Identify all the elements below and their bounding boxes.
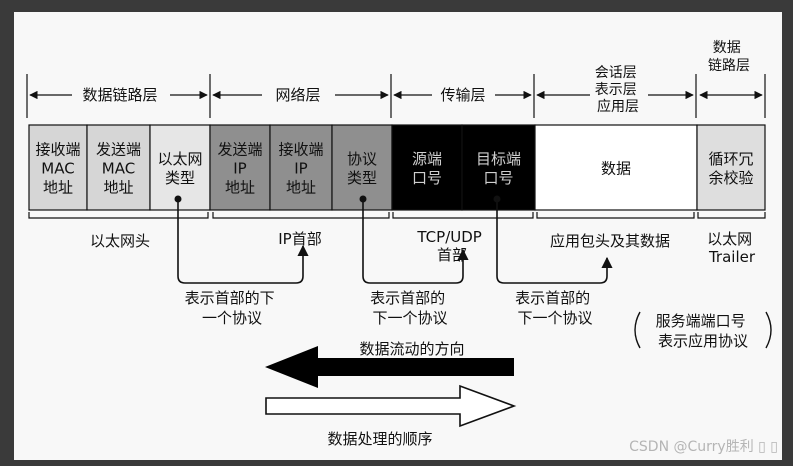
header-fields: 接收端MAC地址发送端MAC地址以太网类型发送端IP地址接收端IP地址协议类型源… xyxy=(28,124,766,211)
field-label-line: 余校验 xyxy=(708,169,753,187)
field-label-line: MAC xyxy=(41,160,74,178)
field-label-line: 口号 xyxy=(483,169,513,187)
group-labels: 以太网头 IP首部 TCP/UDP 首部 应用包头及其数据 以太网 Traile… xyxy=(90,228,757,266)
pointer-port-to-app xyxy=(496,199,613,284)
field-label-line: MAC xyxy=(102,160,135,178)
field-box xyxy=(149,124,211,211)
field-label-line: 口号 xyxy=(412,169,442,187)
layer-label-upper: 会话层 表示层 应用层 xyxy=(595,65,641,115)
field-label-line: 地址 xyxy=(103,179,133,197)
layer-spans xyxy=(26,74,766,118)
service-port-note: 服务端端口号 表示应用协议 xyxy=(634,311,772,350)
service-note-line-2: 表示应用协议 xyxy=(658,332,748,350)
field-label-line: 接收端 xyxy=(35,141,80,159)
field-label-line: 发送端 xyxy=(217,141,262,159)
data-flow-arrow xyxy=(265,346,514,388)
field-label-line: 协议 xyxy=(347,150,377,168)
bracket-tcp-udp-header xyxy=(392,212,534,219)
field-label-line: 地址 xyxy=(225,179,255,197)
pointer-ethertype-to-ip xyxy=(177,199,309,284)
layer-label-transport: 传输层 xyxy=(440,86,485,104)
flow-arrows: 数据流动的方向 数据处理的顺序 xyxy=(265,340,517,448)
field-label-line: IP xyxy=(233,160,246,178)
service-note-line-1: 服务端端口号 xyxy=(656,312,746,330)
field-label-line: 目标端 xyxy=(476,150,521,168)
group-label-ip-header: IP首部 xyxy=(278,230,321,248)
bracket-ethernet-trailer xyxy=(697,212,766,219)
pointer-notes: 表示首部的下 一个协议 表示首部的 下一个协议 表示首部的 下一个协议 xyxy=(185,289,595,327)
group-brackets xyxy=(28,212,766,219)
field-label-line: 类型 xyxy=(347,169,377,187)
pointer-lines xyxy=(174,195,613,284)
group-label-application-data: 应用包头及其数据 xyxy=(550,232,670,250)
page-background xyxy=(14,12,782,460)
field-label-line: 以太网 xyxy=(157,150,202,168)
field-label-line: 接收端 xyxy=(278,141,323,159)
pointer-note-protocol: 表示首部的 下一个协议 xyxy=(370,289,450,327)
field-payload: 数据 xyxy=(534,124,698,211)
layer-label-presentation: 表示层 xyxy=(595,82,637,98)
field-box xyxy=(209,124,271,211)
field-box xyxy=(391,124,463,211)
layer-label-datalink: 数据链路层 xyxy=(82,86,157,104)
field-label-line: IP xyxy=(294,160,307,178)
bracket-ip-header xyxy=(212,212,390,219)
field-box xyxy=(461,124,536,211)
field-box xyxy=(269,124,333,211)
left-parenthesis xyxy=(634,311,641,349)
processing-order-label: 数据处理的顺序 xyxy=(327,430,432,448)
svg-text:服务端端口号 表示应用协议: 服务端端口号 表示应用协议 xyxy=(656,312,751,350)
field-label-line: 数据 xyxy=(601,160,631,178)
pointer-note-ethertype: 表示首部的下 一个协议 xyxy=(185,289,280,327)
pointer-note-port: 表示首部的 下一个协议 xyxy=(515,289,595,327)
field-box xyxy=(86,124,151,211)
field-label-line: 循环冗 xyxy=(708,150,753,168)
layer-label-application: 应用层 xyxy=(597,98,639,115)
layer-label-session: 会话层 xyxy=(595,65,637,81)
pointer-protocol-to-tcp xyxy=(362,199,469,284)
bracket-application-data xyxy=(536,212,695,219)
field-label-line: 地址 xyxy=(43,179,73,197)
group-label-ethernet-header: 以太网头 xyxy=(90,232,150,250)
processing-order-arrow xyxy=(265,384,517,428)
field-label-line: 地址 xyxy=(286,179,316,197)
flow-direction-label: 数据流动的方向 xyxy=(359,340,464,358)
layer-label-datalink-trailer: 数据 链路层 xyxy=(708,40,750,74)
field-box xyxy=(534,124,698,211)
bracket-ethernet-header xyxy=(28,212,209,219)
field-label-line: 类型 xyxy=(165,169,195,187)
csdn-watermark: CSDN @Curry胜利 ▯ ▯ xyxy=(629,439,778,455)
group-label-ethernet-trailer: 以太网 Trailer xyxy=(707,230,757,266)
layer-label-network: 网络层 xyxy=(275,86,320,104)
field-label-line: 源端 xyxy=(412,150,442,168)
field-label-line: 发送端 xyxy=(96,141,141,159)
right-parenthesis xyxy=(765,311,772,349)
field-box xyxy=(696,124,766,211)
layer-labels: 数据链路层 网络层 传输层 会话层 表示层 应用层 数据 链路层 xyxy=(82,40,750,115)
